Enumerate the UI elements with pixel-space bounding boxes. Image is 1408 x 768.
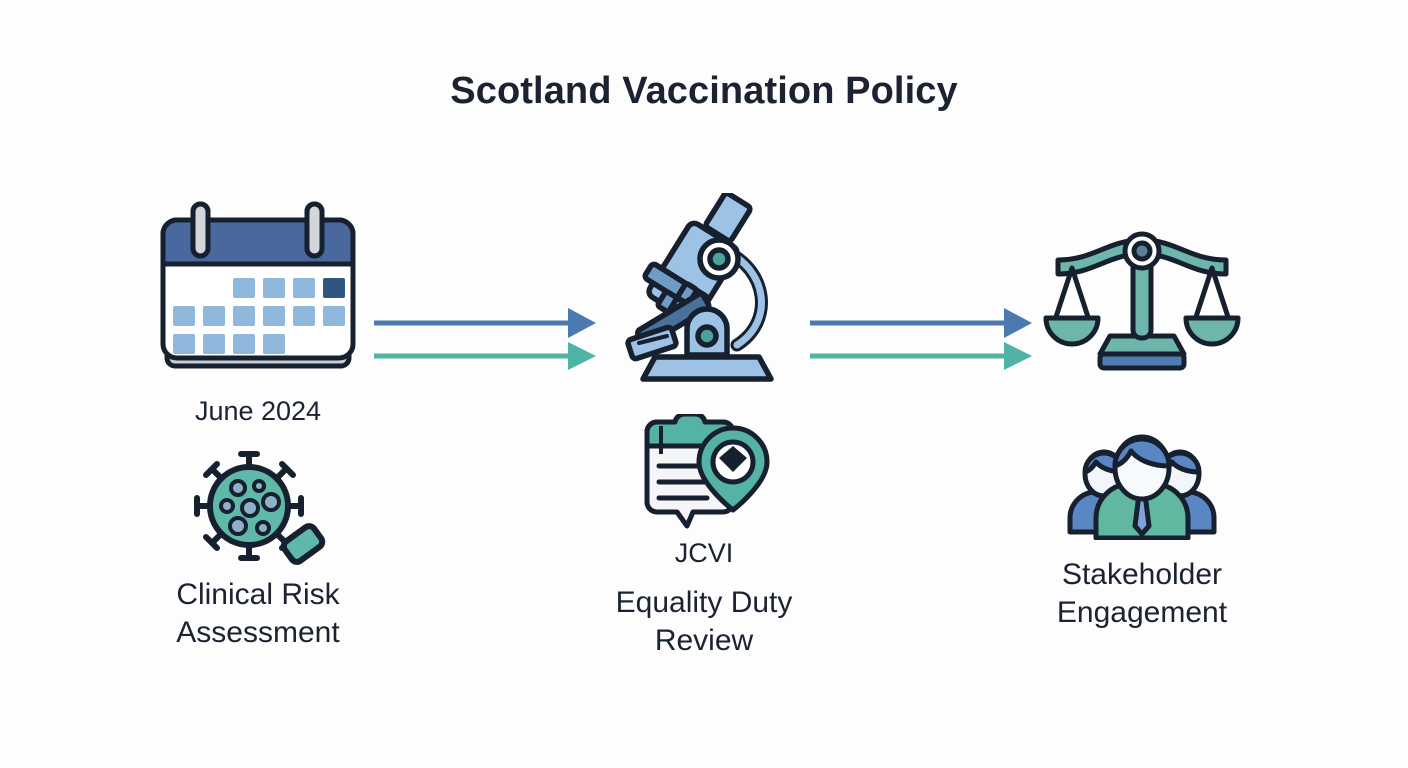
people-group-icon-slot bbox=[992, 432, 1292, 540]
label-line-1: Clinical Risk bbox=[176, 577, 340, 611]
label-line-1: Stakeholder bbox=[1061, 558, 1223, 591]
label-line-2: Engagement bbox=[1056, 596, 1228, 630]
step-label-equality-duty-review: Equality Duty Review bbox=[554, 584, 854, 660]
label-line-1: Equality Duty bbox=[615, 585, 793, 619]
microscope-icon-slot bbox=[554, 190, 854, 390]
clipboard-check-icon-slot bbox=[554, 414, 854, 532]
calendar-icon bbox=[160, 201, 356, 368]
arrow-blue bbox=[374, 308, 596, 338]
step-stakeholder-engagement: Stakeholder Engagement bbox=[992, 190, 1292, 632]
arrow-teal bbox=[374, 342, 596, 370]
page-title: Scotland Vaccination Policy bbox=[450, 70, 958, 112]
people-group-icon bbox=[1067, 434, 1217, 540]
calendar-date-label: June 2024 bbox=[194, 396, 322, 426]
scales-icon bbox=[1043, 231, 1241, 370]
virus-icon bbox=[194, 450, 326, 565]
connector-1 bbox=[372, 296, 602, 376]
microscope-icon bbox=[624, 192, 774, 382]
step-label-clinical-risk-assessment: Clinical Risk Assessment bbox=[108, 576, 408, 652]
jcvi-label: JCVI bbox=[674, 538, 734, 568]
step-label-stakeholder-engagement: Stakeholder Engagement bbox=[992, 556, 1292, 632]
check-mark-icon bbox=[719, 446, 747, 472]
calendar-highlighted-day bbox=[323, 277, 345, 298]
microscope-spacer bbox=[554, 390, 854, 414]
label-line-2: Assessment bbox=[176, 615, 340, 649]
scales-icon-slot bbox=[992, 190, 1292, 390]
calendar-icon-slot bbox=[108, 190, 408, 390]
bandage-icon bbox=[280, 522, 326, 565]
step-clinical-risk-assessment: June 2024 bbox=[108, 190, 408, 652]
clipboard-check-icon bbox=[644, 414, 770, 529]
virus-icon-slot bbox=[108, 446, 408, 576]
label-line-2: Review bbox=[654, 623, 754, 657]
connector-2 bbox=[808, 296, 1038, 376]
arrow-blue bbox=[810, 308, 1032, 338]
step-equality-duty-review: JCVI Equality Duty Review bbox=[554, 190, 854, 660]
arrow-teal bbox=[810, 342, 1032, 370]
